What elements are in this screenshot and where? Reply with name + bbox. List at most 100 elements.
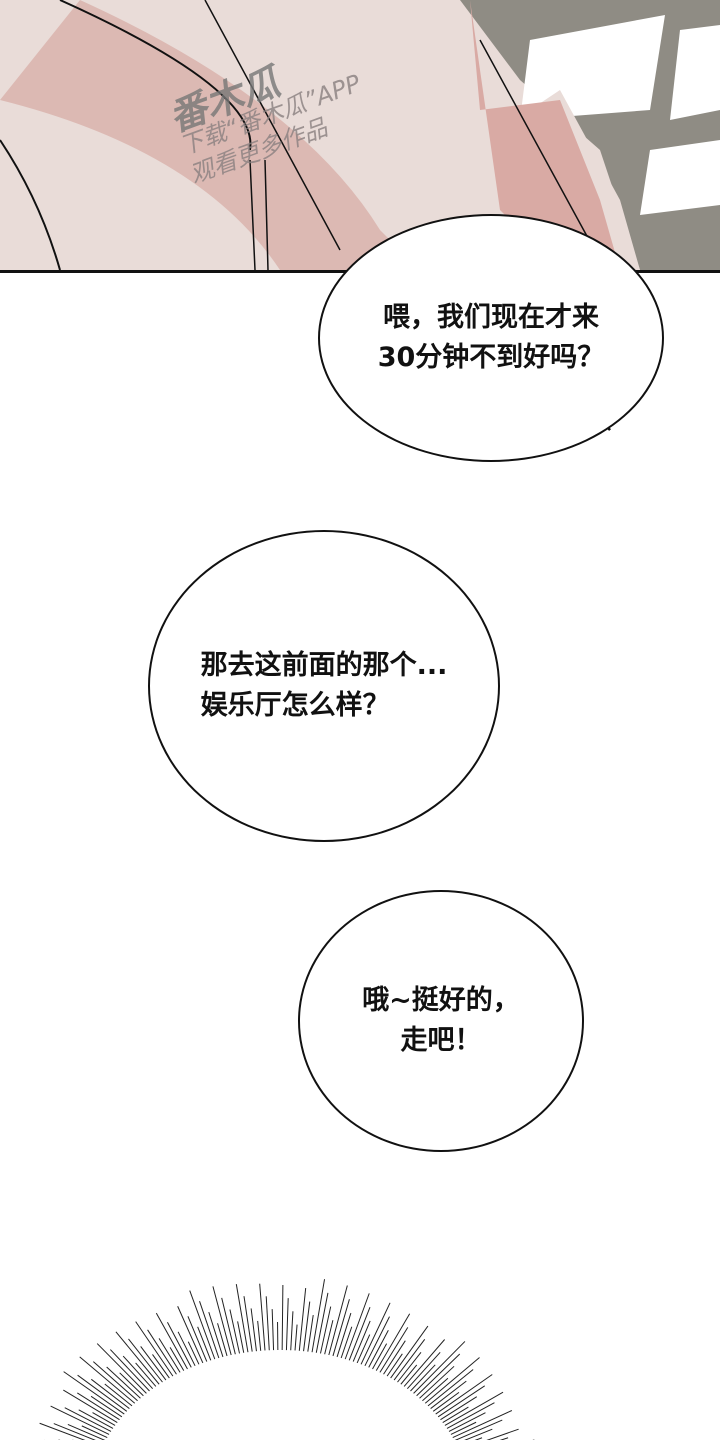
speed-line: [250, 1308, 257, 1352]
speed-line: [135, 1362, 157, 1387]
speed-line: [96, 1343, 147, 1394]
speed-line: [197, 1326, 212, 1361]
speed-line: [281, 1285, 284, 1351]
speed-line: [128, 1338, 163, 1383]
speed-line: [406, 1351, 441, 1390]
speed-line: [155, 1312, 188, 1370]
speed-line: [152, 1354, 170, 1379]
speed-line: [243, 1296, 253, 1352]
speed-line: [454, 1419, 503, 1440]
speed-line: [212, 1286, 232, 1356]
speed-line: [92, 1412, 116, 1426]
speed-line: [437, 1385, 486, 1418]
speed-line: [324, 1320, 334, 1355]
speed-line: [356, 1334, 371, 1364]
speed-line: [348, 1307, 371, 1361]
speed-line: [474, 1437, 483, 1440]
speed-line: [91, 1378, 130, 1409]
speed-line: [464, 1428, 493, 1440]
speed-line: [442, 1406, 469, 1423]
speed-line: [285, 1298, 289, 1351]
speed-line: [298, 1288, 307, 1351]
speed-line: [63, 1371, 125, 1415]
speed-line: [383, 1340, 406, 1375]
panel-artwork: [0, 0, 720, 270]
speed-line: [422, 1377, 449, 1402]
speed-line: [368, 1329, 389, 1368]
speed-line: [386, 1353, 403, 1377]
speed-line: [265, 1296, 270, 1351]
speed-line: [303, 1301, 311, 1352]
speed-line: [135, 1321, 174, 1377]
comic-panel-top: 番木瓜 下载“番木瓜”APP 观看更多作品: [0, 0, 720, 273]
speed-line: [115, 1331, 160, 1385]
speed-line: [444, 1391, 504, 1426]
speed-line: [81, 1425, 108, 1439]
speed-line: [50, 1405, 110, 1435]
speed-line: [64, 1407, 112, 1432]
speed-line: [257, 1320, 262, 1351]
speed-line: [147, 1329, 177, 1375]
speed-line: [307, 1314, 314, 1352]
bubble-2-line1: 那去这前面的那个...: [200, 650, 448, 681]
speed-line: [328, 1285, 348, 1356]
speed-line: [237, 1321, 245, 1353]
speed-line: [446, 1402, 495, 1429]
speed-line: [360, 1302, 391, 1365]
speed-line: [393, 1338, 426, 1381]
speed-line: [427, 1369, 474, 1407]
speed-line: [413, 1341, 466, 1394]
speed-line: [375, 1313, 411, 1371]
speed-line: [78, 1409, 114, 1429]
speed-line: [53, 1423, 96, 1440]
speed-line: [390, 1325, 429, 1379]
speed-line: [400, 1364, 418, 1385]
speed-line: [77, 1374, 128, 1412]
speed-line: [158, 1338, 181, 1373]
bubble-2-line2: 娱乐厅怎么样？: [200, 690, 390, 721]
speed-line: [450, 1421, 477, 1435]
speed-line: [397, 1351, 422, 1383]
speed-line: [169, 1347, 185, 1371]
bubble-3-line2: 走吧！: [400, 1025, 482, 1056]
speed-line: [424, 1357, 480, 1404]
speed-line: [177, 1306, 204, 1364]
speed-line: [344, 1293, 370, 1360]
speed-line: [187, 1341, 200, 1365]
speed-line: [106, 1366, 141, 1399]
speed-line: [416, 1353, 461, 1397]
speed-line: [67, 1423, 106, 1440]
speed-line: [63, 1389, 118, 1423]
speed-line: [372, 1343, 388, 1370]
speed-line: [77, 1392, 120, 1421]
speed-line: [290, 1311, 294, 1351]
speed-line: [140, 1346, 167, 1381]
speed-line: [452, 1410, 513, 1439]
speed-line: [332, 1299, 350, 1357]
speed-line: [39, 1422, 86, 1440]
speed-line: [104, 1383, 133, 1407]
speed-line: [93, 1361, 138, 1402]
speed-line: [432, 1391, 460, 1412]
speed-line: [311, 1279, 326, 1353]
speed-line: [430, 1380, 467, 1409]
speed-line: [379, 1327, 409, 1373]
speed-line: [208, 1311, 224, 1358]
speed-line: [187, 1316, 208, 1362]
bubble-3-line1: 哦~挺好的，: [362, 985, 520, 1016]
speed-line: [177, 1331, 196, 1367]
speed-line: [229, 1309, 241, 1354]
speed-line: [199, 1301, 220, 1359]
speed-line: [352, 1320, 371, 1362]
speed-line: [315, 1292, 329, 1353]
speed-line: [294, 1324, 298, 1351]
speed-line: [419, 1365, 455, 1399]
speed-line: [167, 1322, 192, 1368]
bubble-1-line2: 30分钟不到好吗？: [377, 342, 605, 373]
speed-line: [435, 1374, 493, 1415]
speed-line: [119, 1372, 144, 1397]
speed-line: [189, 1290, 216, 1360]
speed-line: [90, 1395, 123, 1418]
speed-line: [235, 1284, 249, 1353]
